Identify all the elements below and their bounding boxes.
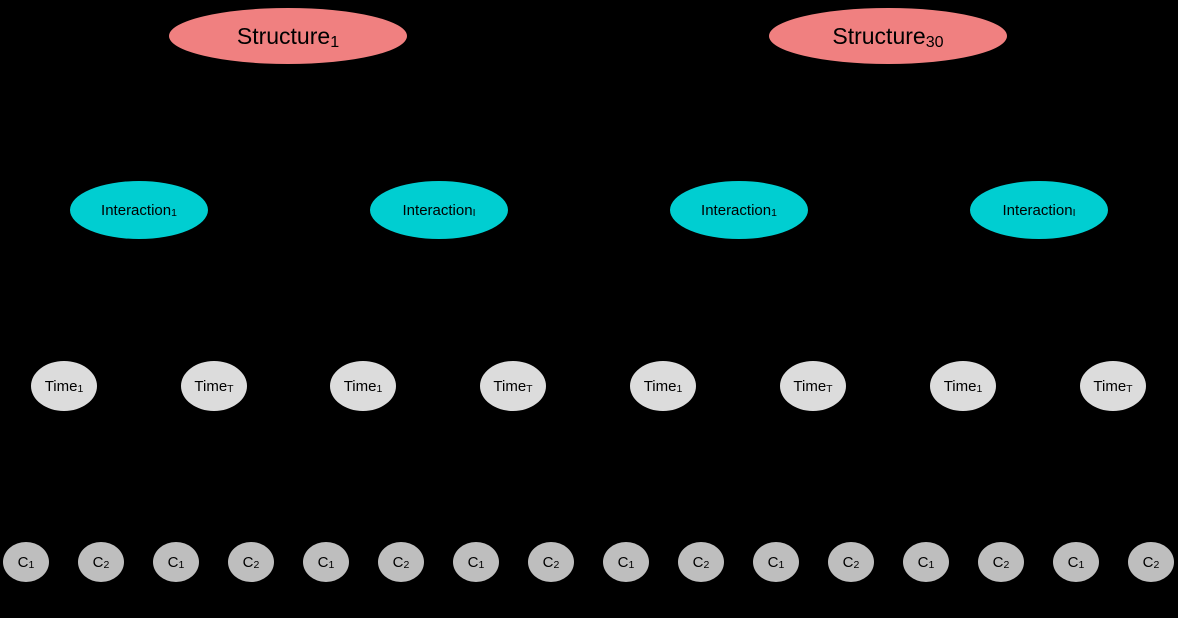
node-label: Time	[643, 377, 677, 395]
node-label-subscript: 1	[28, 559, 35, 572]
node-label: Structure	[236, 22, 331, 49]
node-label-subscript: 2	[403, 559, 410, 572]
node-label: Time	[793, 377, 827, 395]
node-label: C	[617, 553, 629, 571]
node-label-subscript: 1	[976, 383, 983, 396]
node-label: C	[392, 553, 404, 571]
node-label: C	[242, 553, 254, 571]
node-label: C	[167, 553, 179, 571]
node-label: C	[317, 553, 329, 571]
node-label-subscript: 2	[103, 559, 110, 572]
node-label-subscript: 2	[853, 559, 860, 572]
node-label-subscript: 2	[1153, 559, 1160, 572]
node-label-subscript: 1	[928, 559, 935, 572]
node-label-subscript: 1	[77, 383, 84, 396]
node-label-subscript: 1	[771, 207, 777, 220]
node-label-subscript: 2	[1003, 559, 1010, 572]
node-label: C	[1142, 553, 1154, 571]
node-label: Interaction	[1002, 201, 1073, 219]
node-label-subscript: 1	[478, 559, 485, 572]
node-label: C	[17, 553, 29, 571]
node-label: Time	[343, 377, 377, 395]
node-label-subscript: 1	[376, 383, 383, 396]
node-label-subscript: T	[1126, 383, 1133, 396]
node-label-subscript: 2	[703, 559, 710, 572]
node-label: C	[1067, 553, 1079, 571]
node-label-subscript: 2	[253, 559, 260, 572]
node-label: Structure	[832, 22, 926, 49]
node-label-subscript: I	[472, 207, 476, 220]
node-label-subscript: 1	[628, 559, 635, 572]
node-label: Time	[194, 377, 228, 395]
node-label: Time	[1093, 377, 1127, 395]
node-label-subscript: 1	[778, 559, 785, 572]
node-label-subscript: 1	[171, 207, 177, 220]
node-label-subscript: T	[826, 383, 833, 396]
node-label-subscript: T	[227, 383, 234, 396]
node-label-subscript: I	[1072, 207, 1076, 220]
node-label: Interaction	[402, 201, 473, 219]
node-label-subscript: 1	[1078, 559, 1085, 572]
node-label: C	[992, 553, 1004, 571]
node-label-subscript: 1	[676, 383, 683, 396]
node-label: C	[692, 553, 704, 571]
node-label: C	[917, 553, 929, 571]
node-label: C	[842, 553, 854, 571]
node-label-subscript: 2	[553, 559, 560, 572]
node-label: Time	[943, 377, 977, 395]
node-label: Interaction	[101, 201, 172, 219]
node-label-subscript: 30	[925, 32, 944, 51]
node-label-subscript: 1	[328, 559, 335, 572]
node-label: Interaction	[701, 201, 772, 219]
node-label-subscript: 1	[178, 559, 185, 572]
node-label: C	[92, 553, 104, 571]
node-label: C	[467, 553, 479, 571]
node-label: C	[542, 553, 554, 571]
node-label-subscript: 1	[330, 32, 340, 51]
node-label: Time	[493, 377, 527, 395]
node-label-subscript: T	[526, 383, 533, 396]
node-label: Time	[44, 377, 78, 395]
node-label: C	[767, 553, 779, 571]
